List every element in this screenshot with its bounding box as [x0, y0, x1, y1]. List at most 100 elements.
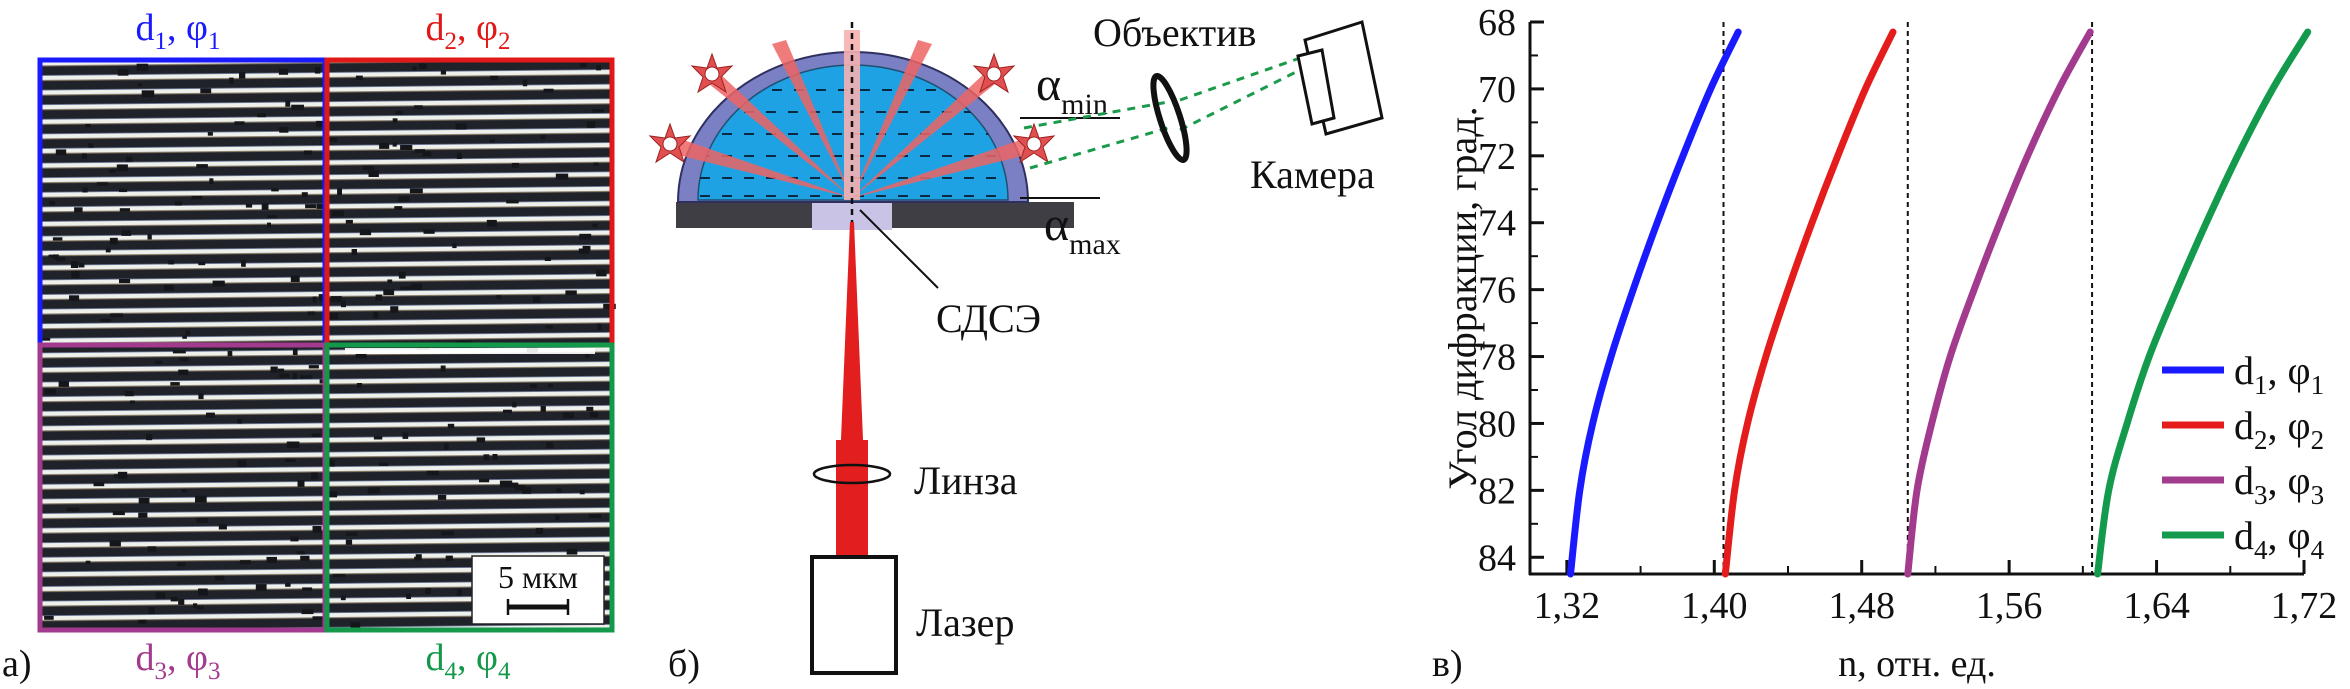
micrograph-defect [279, 373, 290, 378]
micrograph-defect [121, 230, 132, 236]
micrograph-defect [245, 203, 253, 208]
micrograph-defect [257, 113, 266, 118]
micrograph-defect [308, 365, 319, 369]
micrograph-defect [302, 587, 313, 591]
micrograph-defect [218, 524, 227, 530]
micrograph-defect [394, 206, 403, 210]
micrograph-defect [52, 237, 63, 241]
micrograph-defect [445, 555, 453, 562]
chart-y-axis-label: Угол дифракции, град. [1440, 106, 1485, 489]
micrograph-defect [379, 462, 389, 466]
micrograph-defect [533, 296, 541, 303]
micrograph-defect [191, 196, 203, 200]
micrograph-defect [545, 325, 553, 329]
micrograph-defect [540, 405, 546, 412]
objective-icon [1150, 73, 1190, 163]
micrograph-defect [535, 528, 544, 535]
micrograph-defect [66, 507, 80, 512]
micrograph-defect [555, 515, 560, 521]
micrograph-defect [312, 296, 317, 303]
micrograph-defect [74, 207, 83, 213]
micrograph-defect [148, 607, 155, 614]
panel-b-label: б) [668, 643, 700, 685]
micrograph-defect [279, 127, 289, 133]
micrograph-defect [182, 335, 187, 339]
micrograph-defect [406, 593, 411, 599]
micrograph-defect [514, 484, 525, 491]
micrograph-defect [56, 256, 66, 262]
micrograph-defect [212, 280, 225, 287]
micrograph-defect [489, 139, 495, 143]
micrograph-defect [178, 369, 189, 375]
quadrant-2-label: d2, φ2 [426, 7, 511, 55]
micrograph-defect [137, 83, 143, 87]
micrograph-defect [93, 482, 105, 487]
micrograph-defect [147, 546, 157, 552]
micrograph-defect [330, 296, 342, 303]
micrograph-defect [392, 142, 397, 147]
micrograph-defect [368, 170, 379, 177]
micrograph-defect [278, 68, 289, 75]
micrograph-defect [163, 284, 174, 291]
micrograph-defect [229, 77, 234, 84]
micrograph-defect [138, 497, 150, 504]
micrograph-defect [296, 551, 305, 555]
micrograph-defect [452, 243, 457, 249]
lens-icon [812, 463, 892, 485]
micrograph-defect [314, 67, 321, 74]
micrograph-defect [109, 540, 121, 547]
micrograph-defect [209, 178, 214, 184]
micrograph-defect [311, 472, 318, 480]
micrograph-defect [100, 318, 112, 322]
micrograph-defect [423, 229, 435, 234]
micrograph-defect [597, 323, 602, 330]
chart-x-tick-label: 1,72 [2271, 585, 2338, 627]
micrograph-defect [316, 120, 325, 127]
micrograph-defect [44, 615, 54, 620]
micrograph-defect [147, 234, 152, 240]
micrograph-defect [340, 595, 346, 601]
micrograph-defect [476, 437, 486, 443]
micrograph-defect [174, 201, 183, 206]
micrograph-defect [350, 622, 361, 629]
chart-y-tick-label: 82 [1478, 470, 1516, 512]
micrograph-defect [440, 70, 446, 75]
micrograph-defect [301, 609, 314, 615]
micrograph-defect [292, 348, 298, 356]
micrograph-defect [395, 110, 403, 115]
micrograph-defect [586, 406, 594, 412]
micrograph-defect [291, 104, 304, 110]
micrograph-defect [136, 63, 149, 71]
micrograph-defect [178, 599, 185, 605]
micrograph-defect [456, 152, 462, 159]
micrograph-defect [307, 311, 315, 316]
micrograph-defect [588, 514, 602, 518]
micrograph-defect [285, 583, 291, 587]
micrograph-defect [411, 283, 422, 290]
micrograph-defect [332, 574, 346, 578]
micrograph-defect [546, 442, 554, 449]
micrograph-defect [170, 382, 180, 386]
micrograph-defect [69, 295, 80, 301]
micrograph-defect [509, 482, 519, 488]
micrograph-defect [548, 383, 553, 388]
micrograph-defect [447, 423, 455, 429]
micrograph-defect [586, 121, 596, 128]
camera-icon [1296, 20, 1384, 136]
chart-y-tick-label: 84 [1478, 537, 1516, 579]
panel-a-label: а) [2, 643, 32, 685]
micrograph-defect [110, 313, 123, 318]
micrograph-defect [88, 143, 94, 148]
micrograph-defect [345, 539, 353, 545]
micrograph-defect [117, 69, 129, 76]
micrograph-defect [346, 532, 358, 536]
micrograph-defect [195, 495, 207, 503]
micrograph-defect [555, 173, 569, 180]
micrograph-defect [390, 306, 399, 313]
micrograph-defect [200, 88, 212, 94]
laser-beam-base [836, 440, 868, 560]
micrograph-defect [196, 164, 208, 169]
micrograph-defect [355, 75, 363, 80]
chart-x-tick-label: 1,64 [2123, 585, 2190, 627]
